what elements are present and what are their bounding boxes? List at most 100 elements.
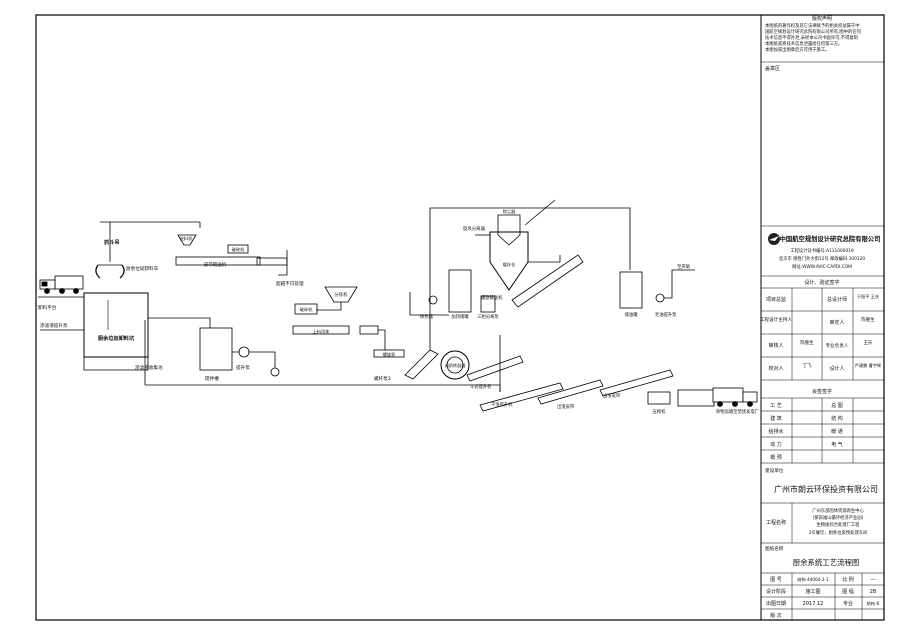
label-conveyor1: 皮带输送机 bbox=[204, 261, 227, 268]
grab-bucket-icon bbox=[95, 264, 125, 279]
sig-label: 工程设计主持人 bbox=[760, 316, 793, 323]
project-line: 生物质综合处理厂工程 bbox=[817, 521, 861, 528]
label-exit-truck: 杂物运输至焚烧发电厂 bbox=[716, 408, 760, 415]
label-oil-tank: 储油罐 bbox=[625, 311, 639, 318]
sig-value: 陈璧生 bbox=[800, 339, 814, 346]
info-label: 版 次 bbox=[770, 612, 782, 619]
info-label: 图 号 bbox=[770, 577, 782, 583]
label-pump1: 螺旋泵 bbox=[383, 351, 395, 357]
label-unload-truck: 厨余垃圾卸料车 bbox=[126, 265, 159, 272]
seal-area-label: 盖章区 bbox=[765, 65, 780, 72]
project-line: (萝岗福山循环经济产业园) bbox=[813, 514, 864, 521]
info-label: 图 幅 bbox=[842, 588, 854, 595]
sig-label: 审定人 bbox=[829, 319, 844, 326]
exit-truck-icon bbox=[712, 387, 758, 407]
project-line: 2号餐饮、厨余垃圾预处理车间 bbox=[809, 529, 868, 536]
info-label: 出图日期 bbox=[766, 600, 786, 607]
label-crusher: 破碎机 bbox=[232, 246, 245, 253]
cs-label: 结 构 bbox=[831, 415, 843, 422]
label-screw-conveyor: 螺旋输送机 bbox=[481, 294, 503, 301]
info-table: 图 号 结构-44064-2-1 比 例 — 设计阶段 施工图 图 幅 2B 出… bbox=[761, 573, 884, 620]
label-cyclone: 除尘器 bbox=[503, 208, 516, 215]
process-flow: 卸料平台 厨余垃圾卸料坑 抓斗吊 厨余垃圾卸料车 渗滤液提升泵 渗滤液收集池 搅… bbox=[38, 199, 760, 415]
project-label: 工程名称 bbox=[766, 519, 786, 526]
unload-truck-icon bbox=[39, 275, 84, 294]
label-feeder: 进料机 bbox=[180, 235, 193, 242]
label-grab: 抓斗吊 bbox=[104, 238, 120, 246]
label-lift1: 干渣提升机 bbox=[491, 401, 513, 408]
label-oil-pump: 毛油提升泵 bbox=[655, 311, 677, 318]
label-press: 压榨机 bbox=[653, 408, 667, 415]
info-label: 设计阶段 bbox=[766, 588, 786, 595]
label-unload-platform: 卸料平台 bbox=[38, 304, 57, 311]
copyright-title: 版权声明 bbox=[812, 15, 832, 22]
sheet-border bbox=[35, 14, 885, 621]
sig-label: 校对人 bbox=[768, 365, 783, 372]
cs-label: 建 筑 bbox=[770, 415, 782, 422]
label-belt2: 出渣皮带 bbox=[603, 392, 621, 399]
company-name: 中国航空规划设计研究总院有限公司 bbox=[780, 234, 881, 243]
label-cover: 上料吊车 bbox=[313, 328, 330, 335]
company-web: 网址:WWW.AVIC-CAPDI.COM bbox=[792, 263, 852, 270]
copyright-line: 本图纸的著作权及其它法律赋予的相关权益属于中 bbox=[765, 22, 860, 29]
company-logo-icon bbox=[768, 233, 780, 245]
copyright-line: 国航空规划设计研究总院有限公司所有,图中的任何 bbox=[765, 28, 862, 35]
sig-label: 设计人 bbox=[829, 365, 844, 372]
sig-value: 王庆 bbox=[864, 339, 873, 346]
label-leachate-pit: 渗滤液收集池 bbox=[135, 364, 163, 371]
label-sorter: 分拣机 bbox=[335, 291, 349, 298]
countersign-section: 会签签字 工 艺 总 图 建 筑 结 构 给排水 暖 通 动 力 电 气 概 预 bbox=[761, 388, 884, 464]
cs-label: 动 力 bbox=[770, 441, 782, 448]
cs-label: 暖 通 bbox=[831, 428, 843, 435]
signature-title: 设计、验证签字 bbox=[804, 279, 839, 286]
sig-label: 审核人 bbox=[768, 342, 783, 349]
label-elevator: 斗式提升机 bbox=[470, 383, 492, 390]
sig-value: 陈璧生 bbox=[861, 316, 875, 323]
countersign-title: 会签签字 bbox=[812, 388, 832, 395]
label-sludge-pump: 螺杆泵3 bbox=[374, 375, 391, 382]
info-label: 比 例 bbox=[842, 576, 854, 583]
cs-label: 总 图 bbox=[831, 402, 843, 409]
info-value: 结构-6 bbox=[867, 600, 880, 607]
company-address: 北京市 德胜门外大街12号 邮政编码:100120 bbox=[779, 255, 865, 262]
company-cert: 工程设计证书编号:A111000019 bbox=[790, 247, 854, 254]
label-dust: 旋风分离器 bbox=[463, 225, 486, 232]
copyright-line: 本图纸或将技术信息泄露给任何第三方。 bbox=[765, 40, 842, 47]
sig-value: 丁飞 bbox=[803, 363, 812, 369]
info-value: — bbox=[871, 577, 876, 583]
sig-value: 严建鹏 曹宇辉 bbox=[855, 362, 882, 369]
title-block: 版权声明 本图纸的著作权及其它法律赋予的相关权益属于中 国航空规划设计研究总院有… bbox=[760, 15, 884, 620]
info-value: 结构-44064-2-1 bbox=[797, 576, 829, 583]
label-silo: 缓存仓 bbox=[503, 261, 516, 268]
info-value: 2017.12 bbox=[803, 601, 824, 607]
cs-label: 概 预 bbox=[770, 454, 782, 461]
sig-label: 总设计师 bbox=[827, 296, 847, 303]
cs-label: 工 艺 bbox=[770, 403, 782, 409]
copyright-line: 本图加盖出图章后方可用于施工。 bbox=[765, 46, 829, 53]
sig-value: 于振平 王庆 bbox=[857, 293, 880, 300]
info-label: 专业 bbox=[843, 600, 853, 607]
sig-label: 项目总监 bbox=[766, 296, 786, 303]
client-label: 建设单位 bbox=[765, 467, 784, 474]
label-grinder: 调质转鼓器 bbox=[445, 362, 467, 369]
copyright-section: 版权声明 本图纸的著作权及其它法律赋予的相关权益属于中 国航空规划设计研究总院有… bbox=[765, 15, 862, 53]
label-mix: 搅拌槽 bbox=[205, 375, 219, 382]
drawing-label: 图纸名称 bbox=[765, 545, 784, 552]
signature-section: 设计、验证签字 项目总监 总设计师 于振平 王庆 工程设计主持人 审定人 陈璧生… bbox=[760, 279, 884, 381]
project-line: 广州东部固体资源再生中心 bbox=[812, 507, 864, 514]
label-leachate-pump: 渗滤液提升泵 bbox=[40, 322, 68, 329]
label-sep-pump: 三相分离泵 bbox=[477, 313, 499, 320]
label-heat-exchanger: 换热器 bbox=[420, 313, 434, 320]
label-screen: 超越不可处理 bbox=[276, 280, 304, 287]
company-section: 中国航空规划设计研究总院有限公司 工程设计证书编号:A111000019 北京市… bbox=[768, 233, 880, 270]
label-unload-pit: 厨余垃圾卸料坑 bbox=[98, 334, 135, 342]
label-residue-belt: 出渣皮带 bbox=[557, 403, 575, 410]
label-delivery: 提升泵 bbox=[236, 364, 250, 371]
cs-label: 电 气 bbox=[831, 441, 843, 448]
label-heater: 加热储罐 bbox=[451, 313, 469, 320]
info-value: 施工图 bbox=[805, 588, 820, 595]
label-to-anaerobic: 至厌氧 bbox=[677, 263, 691, 270]
info-value: 2B bbox=[870, 589, 877, 595]
drawing-title: 厨余系统工艺流程图 bbox=[793, 558, 860, 567]
